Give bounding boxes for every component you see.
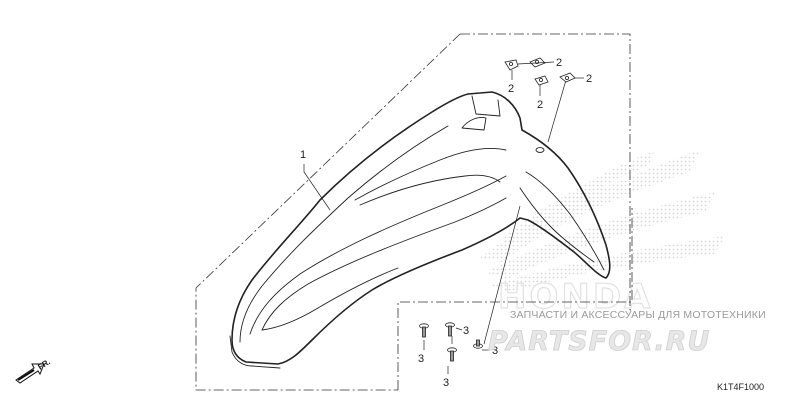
- assembly-frame-left: [195, 33, 461, 391]
- callout-part-3d: 3: [492, 345, 498, 357]
- bolt-3d: [473, 339, 483, 349]
- assembly-frame-outline: [460, 33, 632, 311]
- front-direction-label: FR.: [36, 357, 52, 371]
- leader-line-1: [303, 164, 331, 211]
- bolt-3a: [419, 323, 429, 338]
- front-direction-arrow-icon: [15, 363, 45, 384]
- clip-nut-2c: [534, 75, 549, 86]
- watermark-tagline: ЗАПЧАСТИ И АКСЕССУАРЫ ДЛЯ МОТОТЕХНИКИ: [510, 309, 766, 321]
- callout-part-3a: 3: [418, 353, 424, 365]
- clip-nut-2d: [559, 72, 576, 83]
- callout-part-3c: 3: [443, 377, 449, 389]
- callout-part-1: 1: [300, 149, 306, 161]
- leader-line-2-right: [547, 79, 567, 143]
- honda-brand-watermark: HONDA: [498, 277, 653, 317]
- diagram-code: K1T4F1000: [717, 382, 764, 392]
- callout-part-2d: 2: [586, 73, 592, 85]
- callout-part-2b: 2: [556, 57, 562, 69]
- watermark-logo-text: PARTSFOR.RU: [488, 326, 710, 357]
- callout-part-2c: 2: [537, 99, 543, 111]
- bolt-3c: [447, 347, 457, 362]
- front-fender: [229, 91, 611, 369]
- leader-line-3-fender: [483, 205, 521, 345]
- fastener-frame-outline: [397, 208, 633, 390]
- clip-nut-2a: [504, 59, 519, 71]
- callout-part-3b: 3: [463, 325, 469, 337]
- bolt-3b: [445, 322, 455, 337]
- callout-part-2a: 2: [508, 83, 514, 95]
